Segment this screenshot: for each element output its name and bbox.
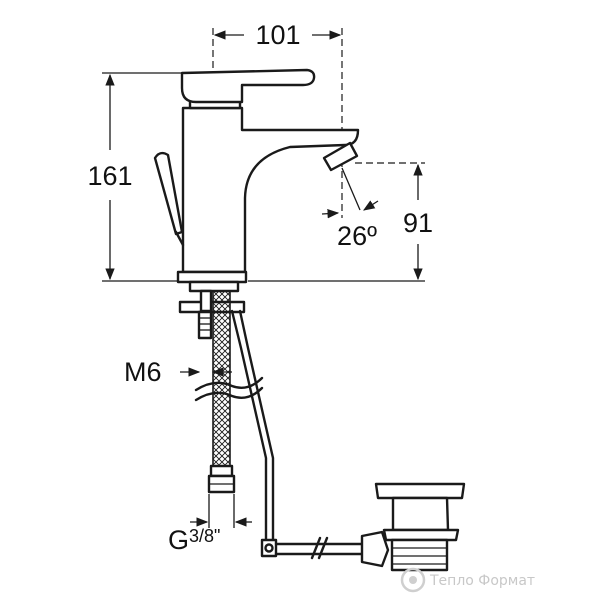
popup-drain-assembly — [230, 309, 466, 572]
angle-dimension: 26º — [321, 167, 379, 251]
thread-rod-dimension: M6 — [124, 357, 232, 387]
watermark-logo-icon — [400, 567, 426, 593]
connection-dimension: G3/8" — [168, 494, 252, 555]
fixing-assembly — [178, 280, 264, 494]
connection-label: G3/8" — [168, 525, 220, 555]
watermark: Тепло Формат — [400, 567, 535, 593]
height-label: 161 — [87, 161, 132, 191]
spout-height-dimension: 91 — [248, 162, 433, 282]
watermark-text: Тепло Формат — [429, 573, 535, 589]
height-dimension: 161 — [87, 72, 190, 282]
width-label: 101 — [255, 20, 300, 50]
spout-height-label: 91 — [403, 208, 433, 238]
angle-label: 26º — [337, 221, 377, 251]
thread-rod-label: M6 — [124, 357, 162, 387]
faucet-body — [153, 68, 360, 284]
